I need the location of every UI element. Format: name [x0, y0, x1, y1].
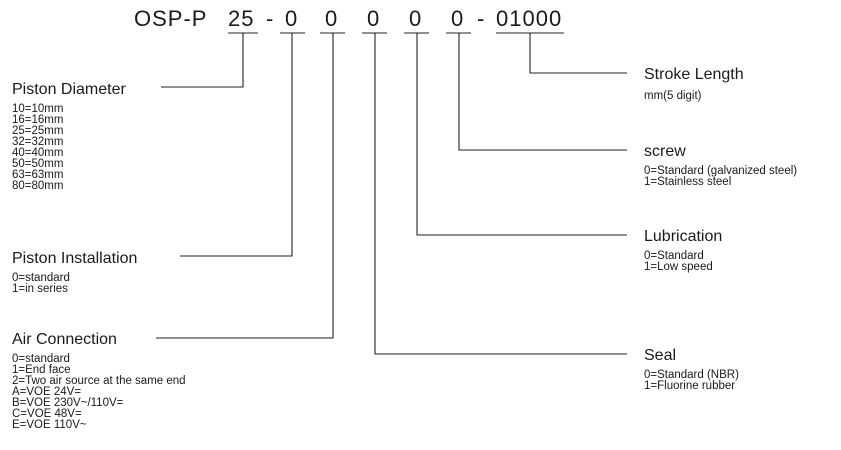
leader-piston-diameter — [161, 33, 244, 88]
option: 0=standard — [12, 353, 70, 365]
option: mm(5 digit) — [644, 90, 702, 102]
option: B=VOE 230V~/110V= — [12, 397, 124, 409]
code-lubrication: 0 — [409, 6, 422, 31]
leader-stroke-length — [529, 33, 627, 74]
air-connection-block: Air Connection 0=standard 1=End face 2=T… — [12, 330, 186, 431]
option: 10=10mm — [12, 103, 64, 115]
leader-piston-installation — [180, 33, 293, 257]
piston-diameter-title: Piston Diameter — [12, 81, 126, 98]
option: 1=End face — [12, 364, 71, 376]
option: 0=Standard (galvanized steel) — [644, 165, 798, 177]
leader-seal — [374, 33, 627, 355]
option: 0=Standard (NBR) — [644, 369, 739, 381]
leader-lubrication — [416, 33, 627, 236]
option: 16=16mm — [12, 114, 64, 126]
screw-options: 0=Standard (galvanized steel) 1=Stainles… — [644, 165, 798, 188]
air-connection-options: 0=standard 1=End face 2=Two air source a… — [12, 353, 186, 431]
code-dash-1: - — [266, 6, 274, 31]
option: E=VOE 110V~ — [12, 419, 87, 431]
code-stroke: 01000 — [496, 6, 562, 31]
screw-block: screw 0=Standard (galvanized steel) 1=St… — [644, 142, 797, 188]
piston-installation-options: 0=standard 1=in series — [12, 272, 137, 295]
option: 0=Standard — [644, 250, 704, 262]
piston-installation-title: Piston Installation — [12, 250, 138, 267]
stroke-length-options: mm(5 digit) — [644, 90, 744, 102]
code-prefix: OSP-P — [134, 6, 207, 31]
piston-installation-block: Piston Installation 0=standard 1=in seri… — [12, 249, 137, 295]
option: C=VOE 48V= — [12, 408, 82, 420]
stroke-length-title: Stroke Length — [644, 66, 744, 83]
code-air-connection: 0 — [325, 6, 338, 31]
option: 50=50mm — [12, 158, 64, 170]
option: 0=standard — [12, 272, 70, 284]
option: 1=Low speed — [644, 261, 713, 273]
option: 25=25mm — [12, 125, 64, 137]
piston-diameter-options: 10=10mm 16=16mm 25=25mm 32=32mm 40=40mm … — [12, 103, 126, 192]
option: 1=Stainless steel — [644, 176, 732, 188]
seal-title: Seal — [644, 347, 677, 364]
option: 40=40mm — [12, 147, 64, 159]
lubrication-options: 0=Standard 1=Low speed — [644, 250, 722, 273]
code-dash-2: - — [477, 6, 485, 31]
option: 80=80mm — [12, 180, 64, 192]
option: 1=in series — [12, 283, 68, 295]
code-screw: 0 — [451, 6, 464, 31]
leader-screw — [458, 33, 627, 151]
code-installation: 0 — [285, 6, 298, 31]
option: 2=Two air source at the same end — [12, 375, 186, 387]
screw-title: screw — [644, 143, 686, 160]
lubrication-title: Lubrication — [644, 228, 723, 245]
seal-options: 0=Standard (NBR) 1=Fluorine rubber — [644, 369, 739, 392]
stroke-length-block: Stroke Length mm(5 digit) — [644, 65, 744, 102]
code-diameter: 25 — [228, 6, 254, 31]
piston-diameter-block: Piston Diameter 10=10mm 16=16mm 25=25mm … — [12, 80, 126, 192]
leader-air-connection — [156, 33, 334, 339]
air-connection-title: Air Connection — [12, 331, 117, 348]
code-seal: 0 — [367, 6, 380, 31]
option: 1=Fluorine rubber — [644, 380, 736, 392]
option: A=VOE 24V= — [12, 386, 82, 398]
option: 32=32mm — [12, 136, 64, 148]
lubrication-block: Lubrication 0=Standard 1=Low speed — [644, 227, 722, 273]
seal-block: Seal 0=Standard (NBR) 1=Fluorine rubber — [644, 346, 739, 392]
option: 63=63mm — [12, 169, 64, 181]
